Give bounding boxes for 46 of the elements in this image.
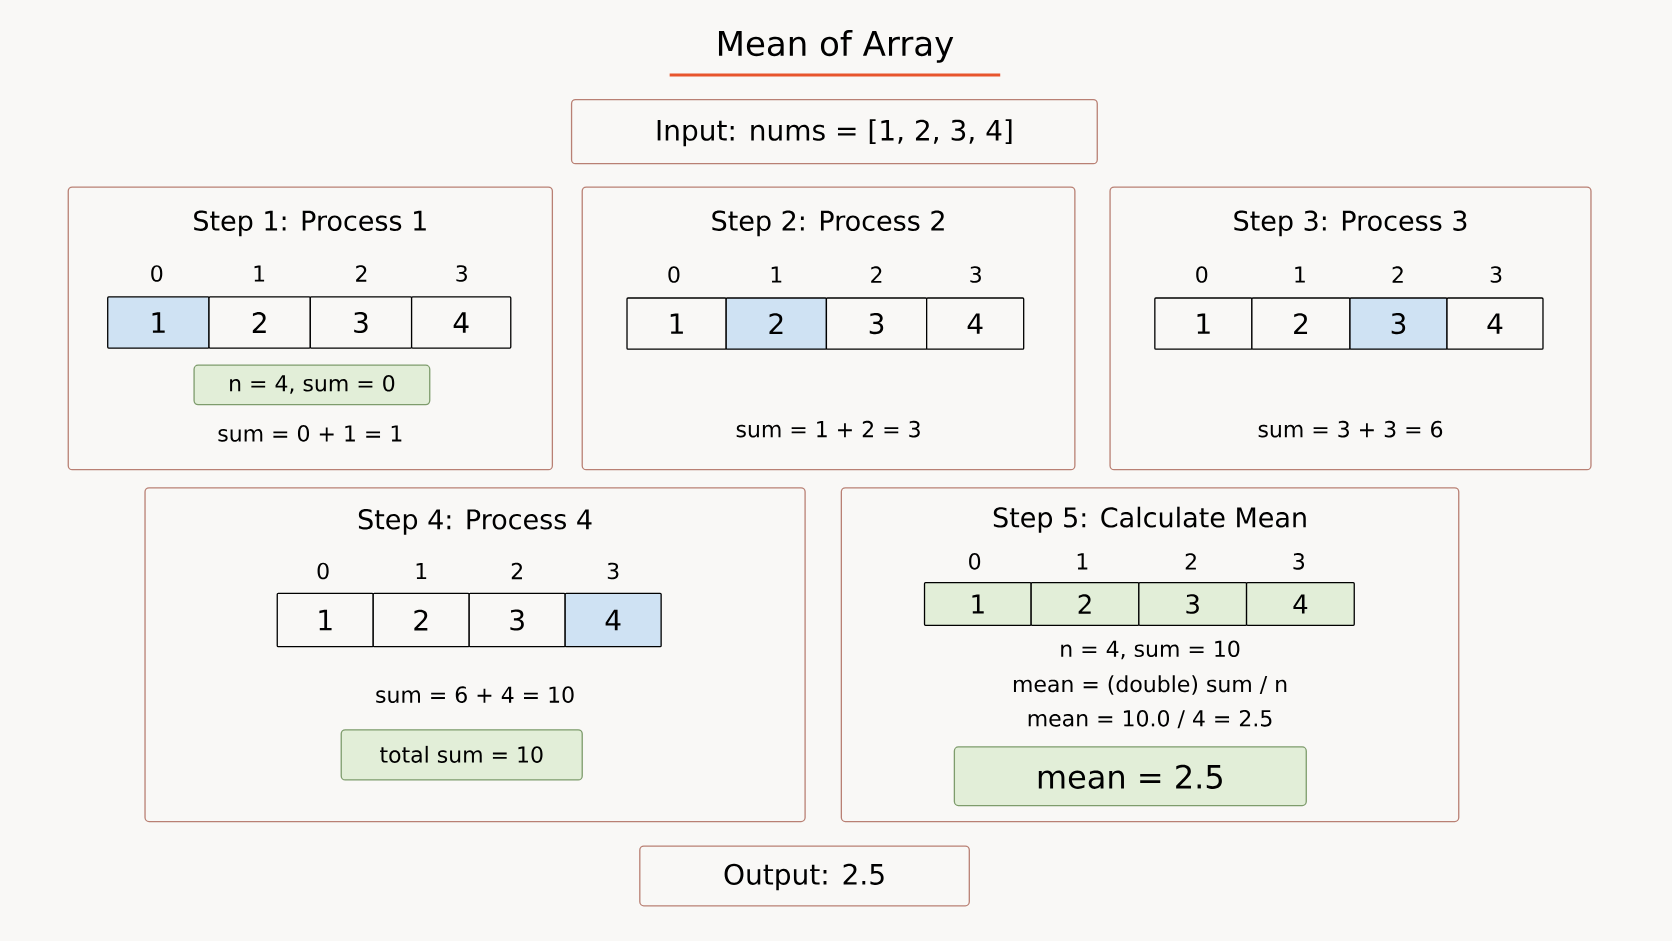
index-label: 3 xyxy=(1490,266,1502,283)
array-cell: 1 xyxy=(1154,297,1253,350)
index-label: 1 xyxy=(1295,266,1305,283)
index-label: 0 xyxy=(317,562,329,580)
index-label: 2 xyxy=(511,562,522,580)
array-cell: 4 xyxy=(1245,582,1355,626)
index-label: 2 xyxy=(871,266,882,283)
array-cell: 4 xyxy=(410,296,512,349)
title: Mean of Array xyxy=(719,29,954,63)
index-label: 3 xyxy=(1293,553,1305,570)
index-label: 0 xyxy=(1196,266,1208,283)
result-box: n = 4, sum = 0 xyxy=(193,364,431,406)
array-cell: 4 xyxy=(926,297,1025,350)
index-label: 3 xyxy=(970,266,981,283)
io-box: Input: nums = [1, 2, 3, 4] xyxy=(570,99,1098,165)
io-box: Output: 2.5 xyxy=(639,845,970,907)
index-label: 0 xyxy=(668,266,680,283)
array-cell: 2 xyxy=(725,297,828,350)
index-label: 1 xyxy=(771,266,782,283)
result-box: mean = 2.5 xyxy=(953,746,1307,807)
index-label: 0 xyxy=(151,265,163,282)
array-cell: 3 xyxy=(468,592,566,648)
index-label: 2 xyxy=(1185,553,1196,570)
array-cell: 3 xyxy=(309,296,413,349)
array-cell: 1 xyxy=(276,592,374,648)
array-cell: 3 xyxy=(1138,582,1248,626)
array-cell: 2 xyxy=(1251,297,1351,350)
array-cell: 1 xyxy=(626,297,727,350)
array-cell: 2 xyxy=(208,296,311,349)
array-cell: 2 xyxy=(1030,582,1140,626)
index-label: 2 xyxy=(1392,266,1403,283)
index-label: 3 xyxy=(456,265,467,282)
array-cell: 1 xyxy=(107,296,210,349)
index-label: 2 xyxy=(356,265,367,282)
index-label: 1 xyxy=(416,562,427,579)
array-cell: 4 xyxy=(1446,297,1544,350)
array-cell: 2 xyxy=(372,592,470,648)
array-cell: 4 xyxy=(564,592,662,648)
result-box: total sum = 10 xyxy=(340,729,583,781)
array-cell: 1 xyxy=(923,582,1032,626)
array-cell: 3 xyxy=(825,297,928,350)
index-label: 1 xyxy=(1077,553,1088,570)
index-label: 0 xyxy=(969,553,981,570)
index-label: 1 xyxy=(254,265,265,282)
index-label: 3 xyxy=(607,562,619,580)
array-cell: 3 xyxy=(1349,297,1448,350)
